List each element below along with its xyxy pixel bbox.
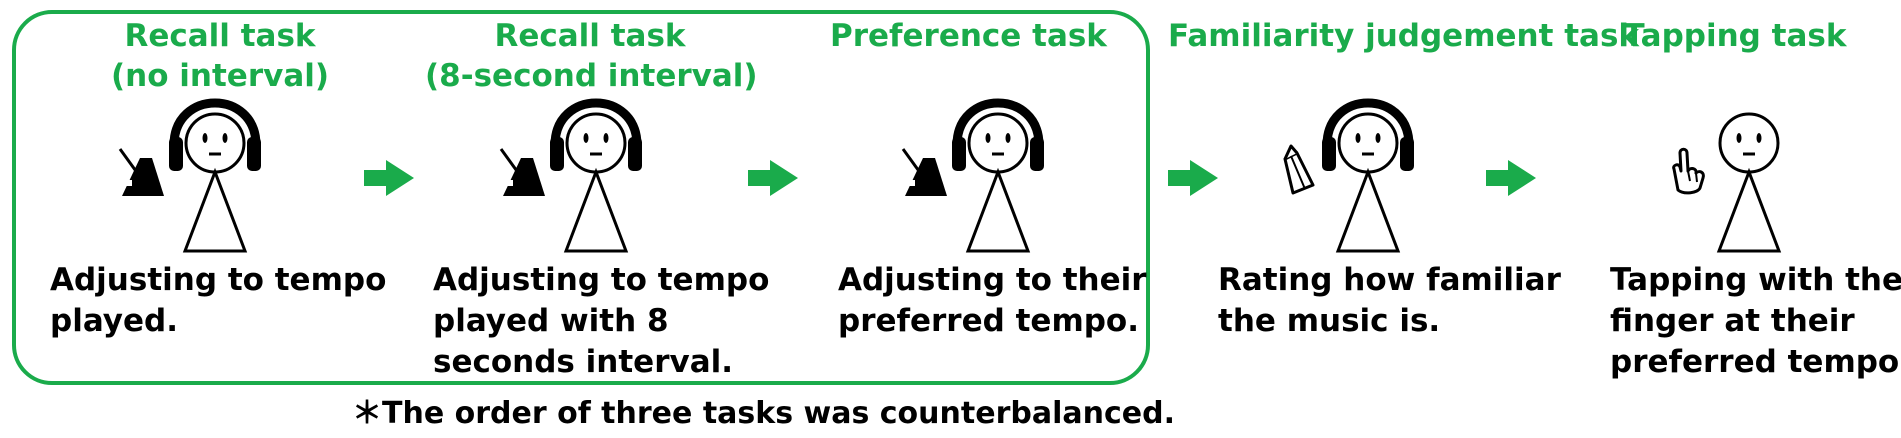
task-2-desc-line3: seconds interval. bbox=[433, 344, 734, 380]
task-5-person-icon bbox=[1716, 112, 1782, 253]
task-1-person-icon bbox=[182, 112, 248, 253]
task-4-headphones-icon bbox=[1322, 98, 1414, 171]
task-3-metronome-icon bbox=[901, 148, 947, 196]
task-2-desc-line1: Adjusting to tempo bbox=[433, 262, 770, 298]
task-1-description: Adjusting to tempo played. bbox=[50, 260, 386, 342]
task-3-person-icon bbox=[965, 112, 1031, 253]
task-1-figure bbox=[118, 98, 261, 253]
task-3-desc-line1: Adjusting to their bbox=[838, 262, 1147, 298]
task-1-title: Recall task (no interval) bbox=[100, 16, 340, 96]
task-5-desc-line2: finger at their bbox=[1610, 303, 1855, 339]
task-4-person-icon bbox=[1335, 112, 1401, 253]
task-4-desc-line2: the music is. bbox=[1218, 303, 1441, 339]
task-5-title: Tapping task bbox=[1620, 16, 1850, 56]
arrow-icon bbox=[364, 160, 414, 196]
task-5-description: Tapping with their finger at their prefe… bbox=[1610, 260, 1901, 383]
task-1-desc-line1: Adjusting to tempo bbox=[50, 262, 387, 298]
task-4-title-line1: Familiarity judgement task bbox=[1168, 18, 1640, 54]
task-4-desc-line1: Rating how familiar bbox=[1218, 262, 1561, 298]
task-1-title-line2: (no interval) bbox=[110, 58, 330, 94]
task-5-desc-line1: Tapping with their bbox=[1610, 262, 1901, 298]
arrow-icon bbox=[748, 160, 798, 196]
arrow-icon bbox=[1168, 160, 1218, 196]
task-5-figure bbox=[1672, 112, 1782, 253]
arrow-icon bbox=[1486, 160, 1536, 196]
task-3-figure bbox=[901, 98, 1044, 253]
task-3-description: Adjusting to their preferred tempo. bbox=[838, 260, 1147, 342]
task-5-desc-line3: preferred tempo. bbox=[1610, 344, 1901, 380]
task-3-desc-line2: preferred tempo. bbox=[838, 303, 1140, 339]
task-1-title-line1: Recall task bbox=[124, 18, 316, 54]
task-3-title: Preference task bbox=[830, 16, 1107, 56]
task-4-title: Familiarity judgement task bbox=[1168, 16, 1640, 56]
task-4-figure bbox=[1283, 98, 1414, 253]
task-5-pointing-hand-icon bbox=[1672, 147, 1705, 195]
task-5-title-line1: Tapping task bbox=[1623, 18, 1847, 54]
footnote: ＊The order of three tasks was counterbal… bbox=[352, 396, 1175, 431]
counterbalanced-tasks-frame bbox=[12, 10, 1150, 385]
task-2-description: Adjusting to tempo played with 8 seconds… bbox=[433, 260, 769, 383]
task-3-title-line1: Preference task bbox=[830, 18, 1107, 54]
task-1-headphones-icon bbox=[169, 98, 261, 171]
task-2-title-line1: Recall task bbox=[494, 18, 686, 54]
task-4-pencil-icon bbox=[1283, 144, 1315, 195]
task-2-title-line2: (8-second interval) bbox=[425, 58, 758, 94]
task-4-description: Rating how familiar the music is. bbox=[1218, 260, 1561, 342]
task-2-headphones-icon bbox=[550, 98, 642, 171]
task-1-metronome-icon bbox=[118, 148, 164, 196]
task-2-figure bbox=[499, 98, 642, 253]
task-2-metronome-icon bbox=[499, 148, 545, 196]
task-3-headphones-icon bbox=[952, 98, 1044, 171]
task-2-desc-line2: played with 8 bbox=[433, 303, 669, 339]
task-2-person-icon bbox=[563, 112, 629, 253]
task-1-desc-line2: played. bbox=[50, 303, 178, 339]
task-2-title: Recall task (8-second interval) bbox=[425, 16, 758, 96]
